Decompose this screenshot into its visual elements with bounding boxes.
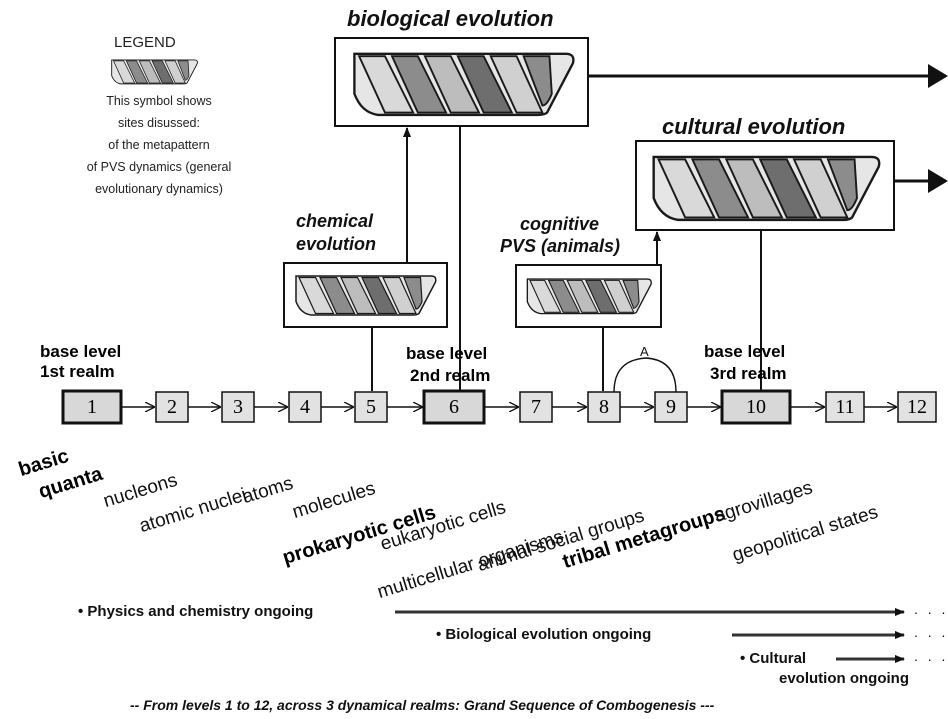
legend-line-5: evolutionary dynamics) bbox=[95, 182, 223, 196]
base-level-2-line-2: 2nd realm bbox=[410, 366, 491, 385]
base-level-1-line-2: 1st realm bbox=[40, 362, 115, 381]
chemical-rope-icon bbox=[295, 275, 437, 316]
cognitive-rope-icon bbox=[526, 278, 653, 315]
cultural-ongoing-label-2: evolution ongoing bbox=[779, 670, 909, 687]
legend-rope-icon bbox=[111, 59, 198, 85]
level-number-7: 7 bbox=[531, 396, 541, 418]
level-box-12 bbox=[897, 391, 937, 423]
level-number-4: 4 bbox=[300, 396, 310, 418]
legend-line-2: sites disussed: bbox=[118, 116, 200, 130]
level-number-3: 3 bbox=[233, 396, 243, 418]
level-number-11: 11 bbox=[835, 396, 855, 418]
base-level-3-line-1: base level bbox=[704, 342, 786, 361]
cultural-rope-icon bbox=[652, 155, 881, 222]
biological-rope-icon bbox=[353, 52, 575, 117]
cultural-ongoing-dots: . . . bbox=[914, 648, 948, 664]
level-number-12: 12 bbox=[907, 396, 927, 418]
base-level-1-line-1: base level bbox=[40, 342, 122, 361]
physics-ongoing-dots: . . . bbox=[914, 601, 948, 617]
level-box-6 bbox=[422, 389, 486, 425]
footer-caption: -- From levels 1 to 12, across 3 dynamic… bbox=[130, 697, 715, 713]
biological-ongoing-label: • Biological evolution ongoing bbox=[436, 626, 652, 643]
level-number-9: 9 bbox=[666, 396, 676, 418]
level-number-6: 6 bbox=[449, 396, 459, 418]
base-level-3-line-2: 3rd realm bbox=[710, 364, 787, 383]
chemical-evolution-label-2: evolution bbox=[296, 234, 376, 254]
level-box-7 bbox=[519, 391, 553, 423]
level-box-2 bbox=[155, 391, 189, 423]
cultural-evolution-label: cultural evolution bbox=[662, 114, 846, 139]
legend-line-3: of the metapattern bbox=[108, 138, 210, 152]
legend-line-4: of PVS dynamics (general bbox=[86, 160, 232, 174]
cognitive-pvs-label-1: cognitive bbox=[520, 214, 600, 234]
biological-ongoing-dots: . . . bbox=[914, 624, 948, 640]
biological-evolution-label: biological evolution bbox=[347, 6, 554, 31]
level-box-9 bbox=[654, 391, 688, 423]
base-level-2-line-1: base level bbox=[406, 344, 488, 363]
legend-title: LEGEND bbox=[114, 34, 176, 51]
physics-ongoing-label: • Physics and chemistry ongoing bbox=[78, 603, 314, 620]
arc-a-label: A bbox=[640, 344, 649, 359]
level-number-5: 5 bbox=[366, 396, 376, 418]
level-number-10: 10 bbox=[746, 396, 766, 418]
level-box-5 bbox=[354, 391, 388, 423]
arc-a bbox=[613, 357, 677, 393]
level-number-2: 2 bbox=[167, 396, 177, 418]
cultural-ongoing-label-1: • Cultural bbox=[740, 650, 807, 667]
level-box-3 bbox=[221, 391, 255, 423]
level-box-1 bbox=[61, 389, 123, 425]
level-number-8: 8 bbox=[599, 396, 609, 418]
level-number-1: 1 bbox=[87, 396, 97, 418]
cognitive-pvs-label-2: PVS (animals) bbox=[500, 236, 621, 256]
chemical-evolution-label-1: chemical bbox=[296, 211, 374, 231]
legend-line-1: This symbol shows bbox=[106, 94, 212, 108]
